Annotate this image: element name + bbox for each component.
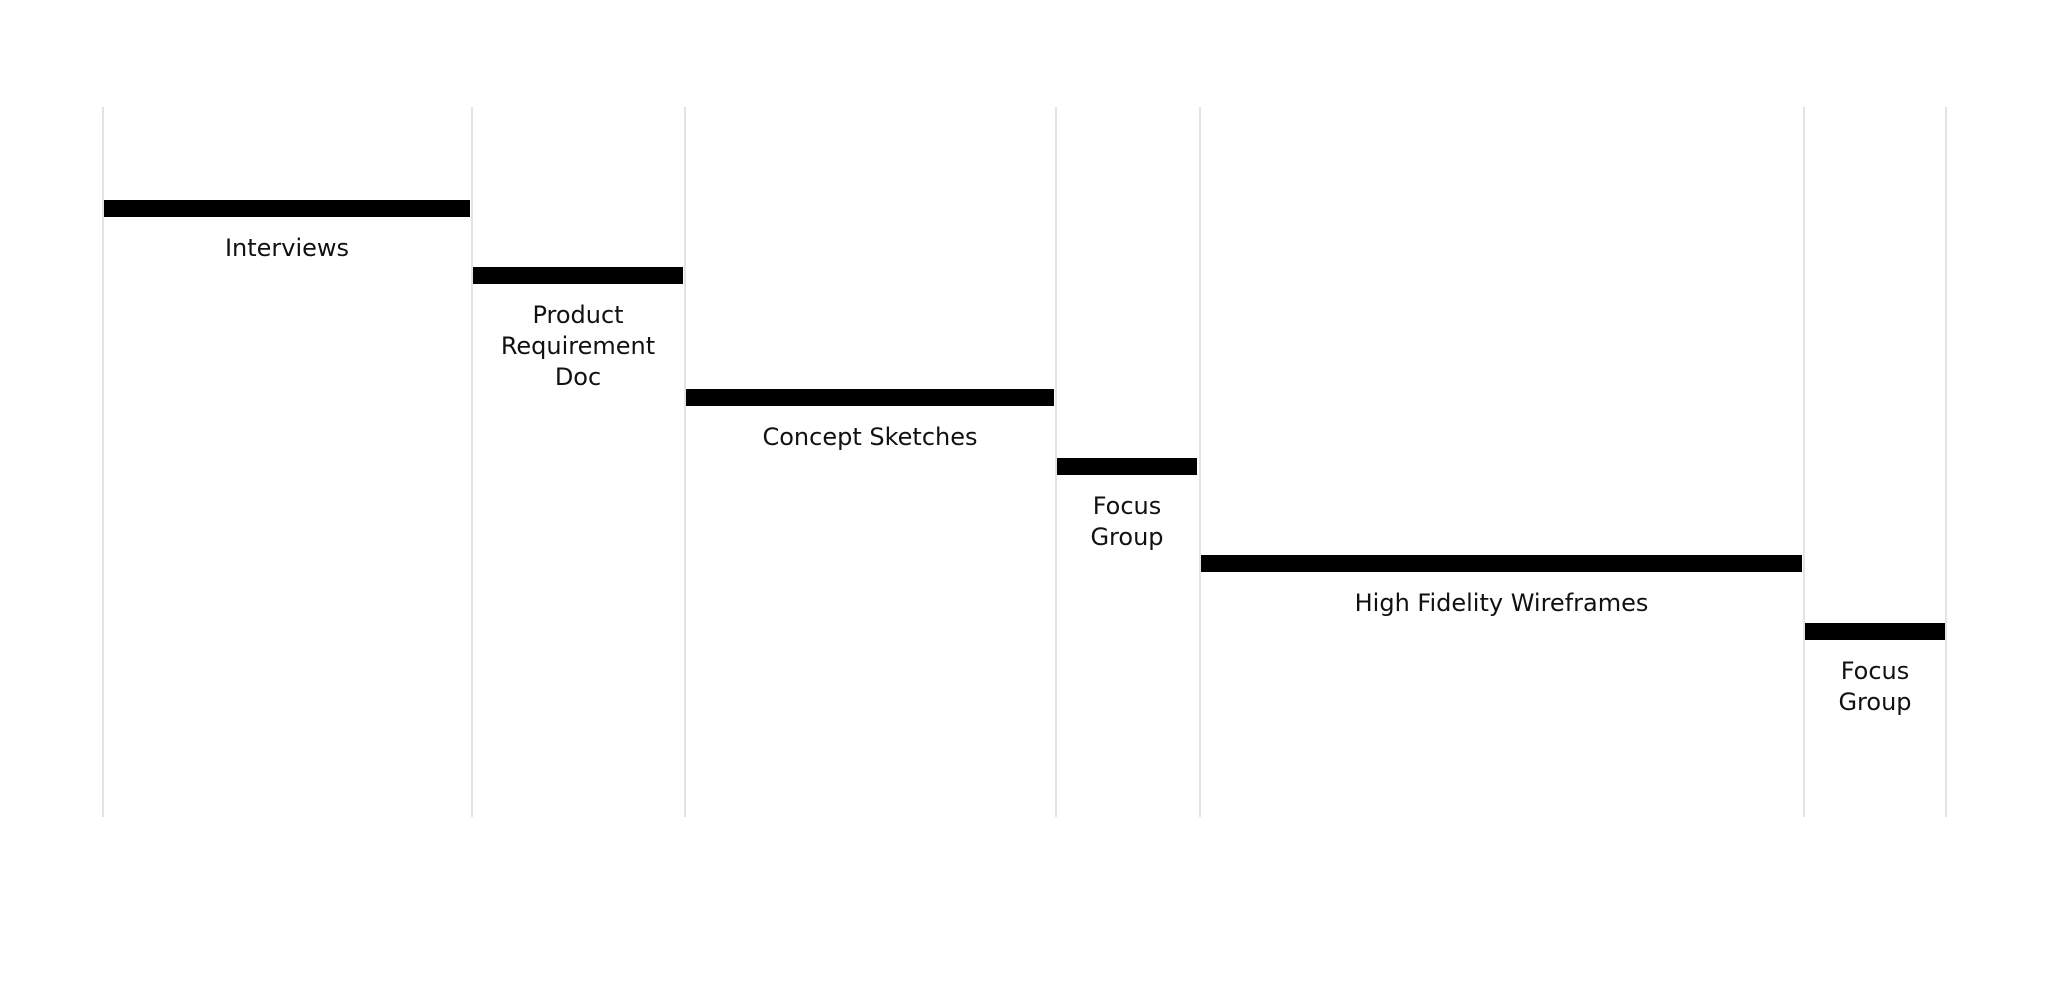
phase-label-focus-group-2: Focus Group [1838,657,1912,716]
phase-label-product-requirement-doc: Product Requirement Doc [500,301,656,391]
phase-bar-product-requirement-doc [473,267,683,284]
divider-line [1055,107,1057,817]
divider-line [471,107,473,817]
phase-bar-interviews [104,200,470,217]
divider-line [684,107,686,817]
phase-label-interviews: Interviews [224,234,350,262]
divider-line [1945,107,1947,817]
divider-line [1803,107,1805,817]
phase-bar-high-fidelity-wireframes [1201,555,1802,572]
phase-bar-focus-group-1 [1057,458,1197,475]
phase-bar-focus-group-2 [1805,623,1945,640]
phase-label-focus-group-1: Focus Group [1090,492,1164,551]
phase-label-concept-sketches: Concept Sketches [762,423,978,451]
divider-line [102,107,104,817]
phase-bar-concept-sketches [686,389,1054,406]
phase-label-high-fidelity-wireframes: High Fidelity Wireframes [1354,589,1649,617]
divider-line [1199,107,1201,817]
